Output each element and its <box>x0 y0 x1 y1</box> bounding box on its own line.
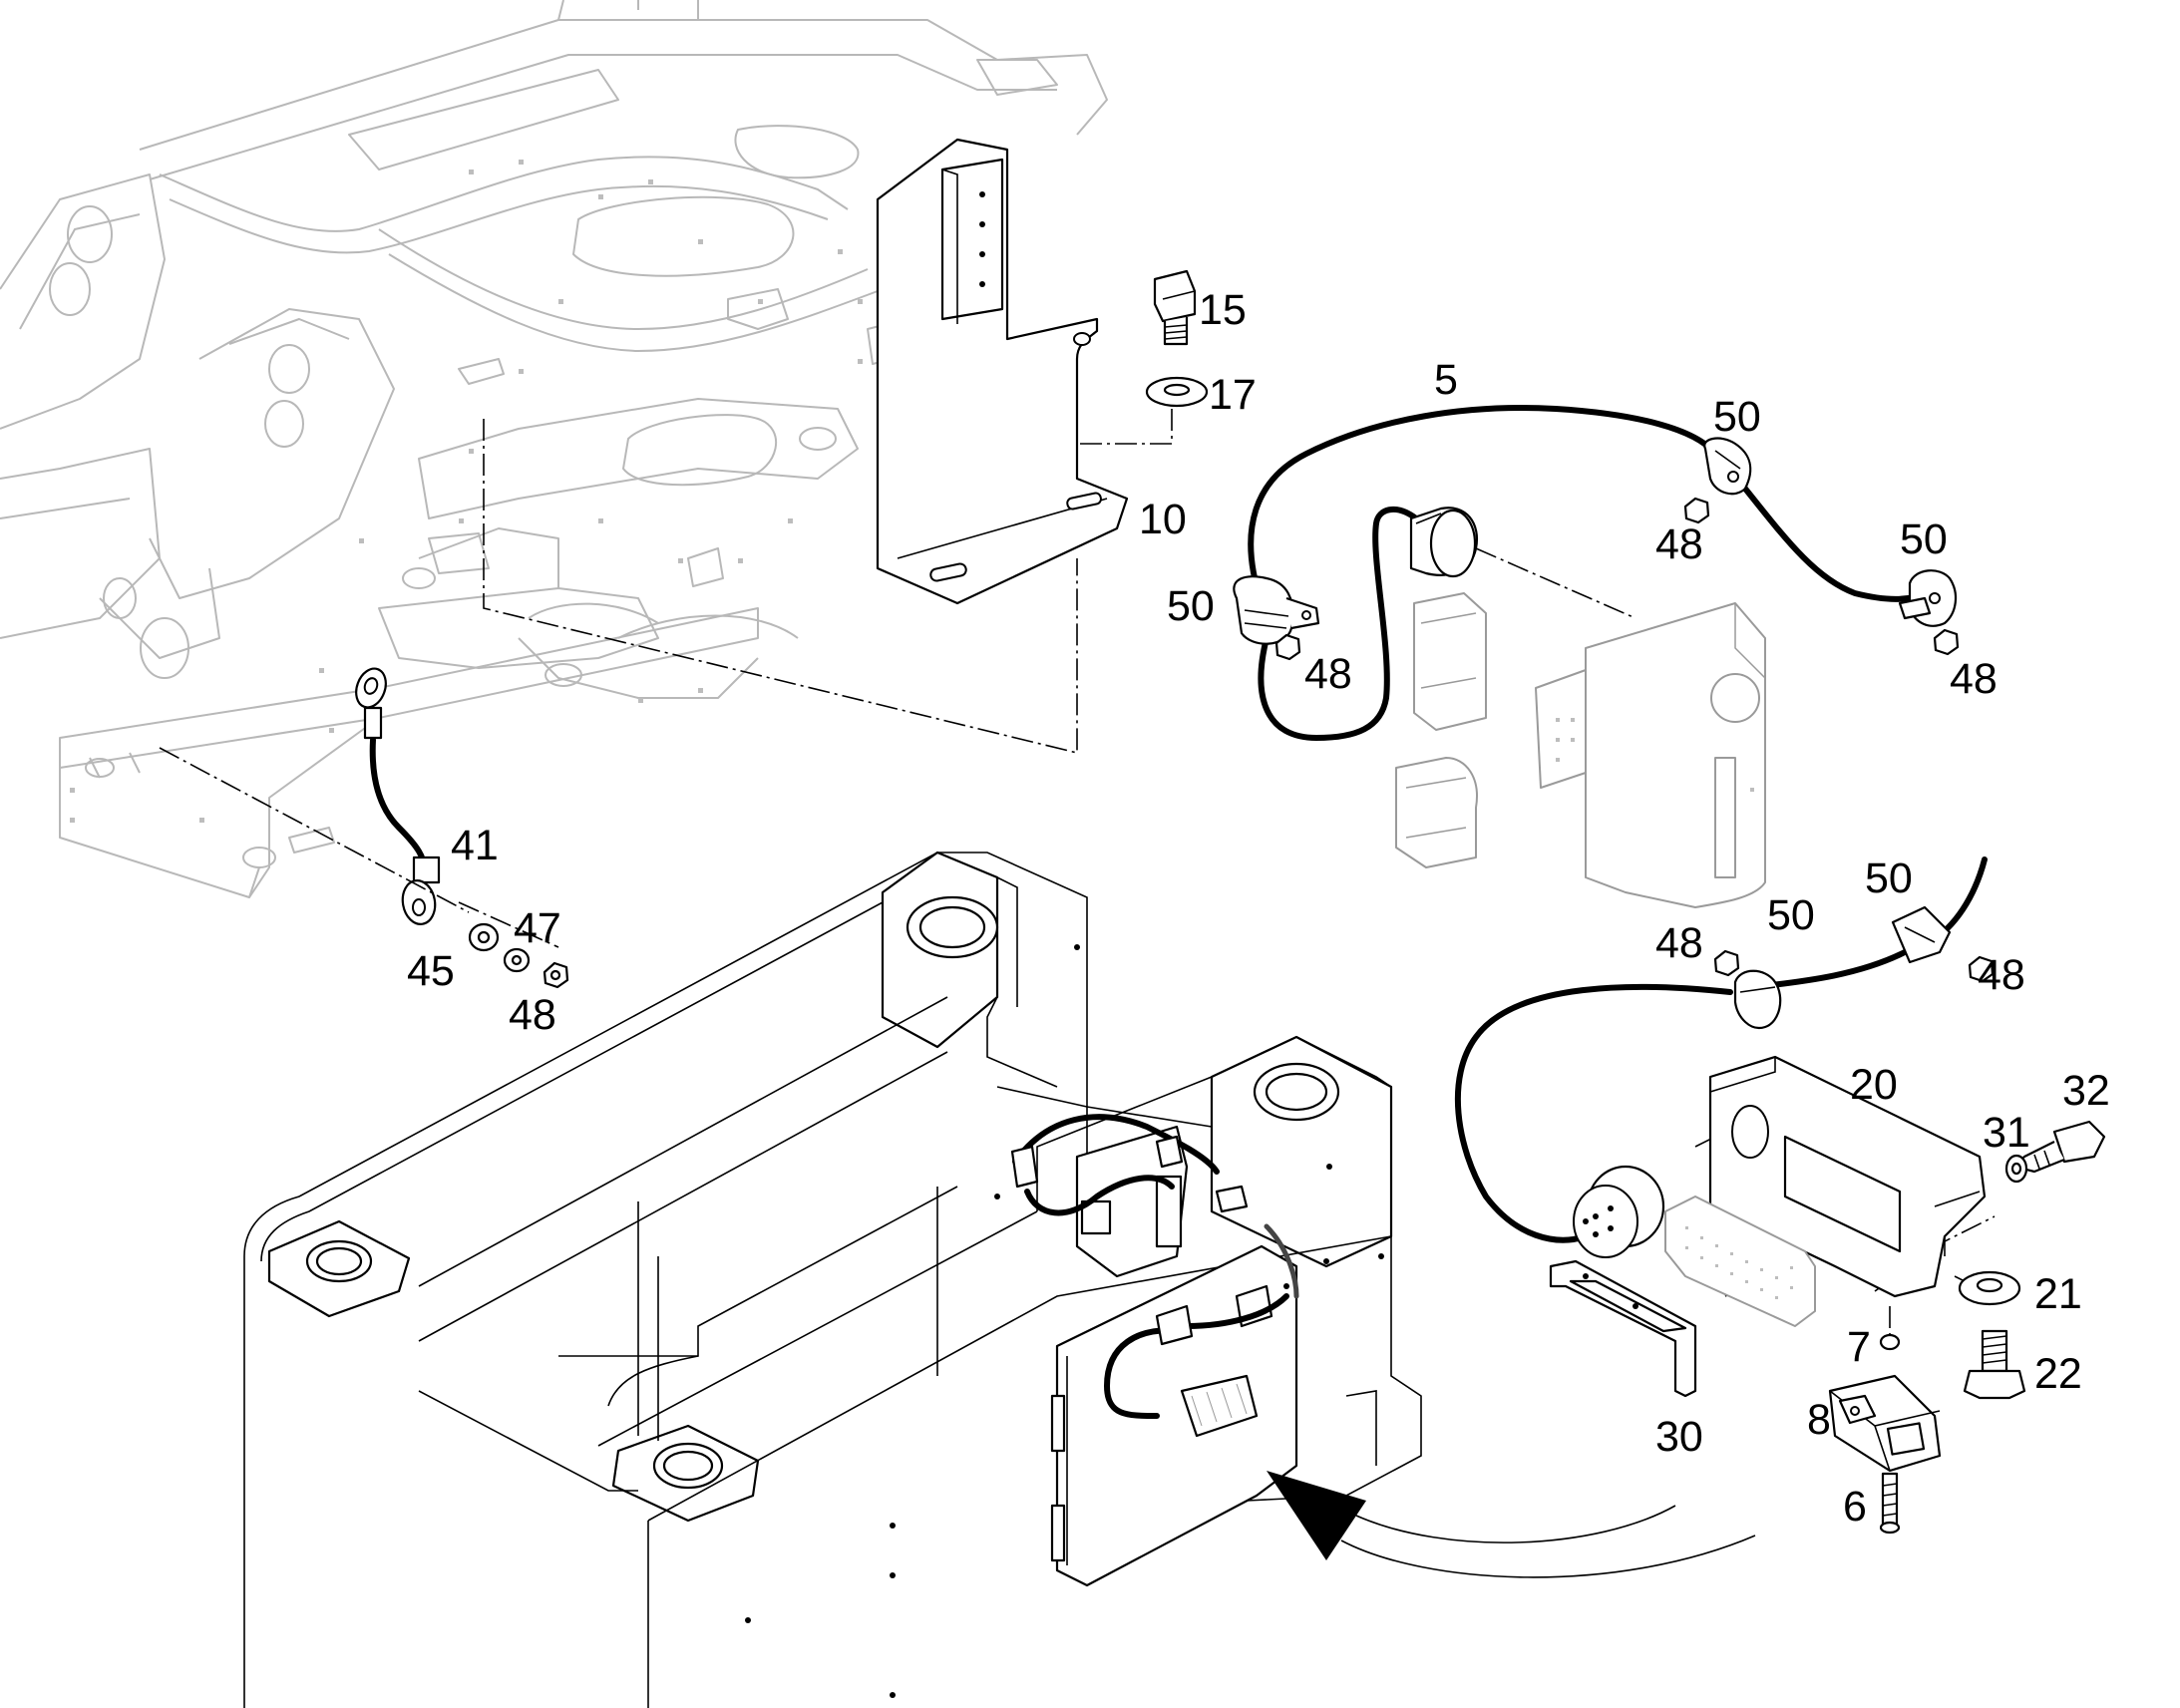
callout-47: 47 <box>514 904 561 952</box>
callout-labels: 15 17 10 5 50 48 50 48 50 48 41 47 45 48… <box>407 286 2110 1531</box>
nut-48-ground <box>543 961 569 989</box>
callout-17: 17 <box>1209 371 1257 419</box>
callout-31: 31 <box>1983 1109 2030 1157</box>
washer-17 <box>1145 376 1209 408</box>
callout-41: 41 <box>451 822 499 869</box>
washer-45 <box>468 922 500 952</box>
callout-50-left: 50 <box>1167 582 1215 630</box>
harness-5 <box>1233 405 1960 741</box>
callout-15: 15 <box>1199 286 1247 334</box>
machine-body <box>243 851 1756 1708</box>
control-panel-ghost <box>1395 592 1766 908</box>
callout-48-right: 48 <box>1950 655 1998 703</box>
callout-21: 21 <box>2034 1270 2082 1318</box>
harness-lower <box>1454 856 1995 1258</box>
callout-45: 45 <box>407 947 455 995</box>
callout-50-lower-right: 50 <box>1865 854 1913 902</box>
callout-8: 8 <box>1807 1396 1831 1444</box>
callout-32: 32 <box>2062 1067 2110 1115</box>
bracket-20 <box>1708 1055 1987 1298</box>
washer-31 <box>2004 1154 2028 1184</box>
callout-48-left: 48 <box>1304 650 1352 698</box>
callout-50-top: 50 <box>1713 393 1761 441</box>
assembly-line-ground <box>159 747 470 913</box>
bracket-10 <box>876 138 1129 605</box>
switch-8 <box>1828 1374 1942 1473</box>
callout-7: 7 <box>1847 1323 1871 1371</box>
assembly-arrow <box>1267 1471 1366 1560</box>
callout-5: 5 <box>1434 356 1458 404</box>
assembly-line-plug <box>1475 547 1636 619</box>
gasket-30 <box>1549 1259 1697 1398</box>
callout-48-ground: 48 <box>509 991 556 1039</box>
callout-48-top: 48 <box>1655 520 1703 568</box>
washer-7 <box>1879 1333 1901 1351</box>
callout-22: 22 <box>2034 1350 2082 1398</box>
callout-30: 30 <box>1655 1413 1703 1461</box>
bolt-6 <box>1879 1472 1901 1535</box>
assembly-line-washers <box>458 901 559 948</box>
frame-bolt-dots <box>70 160 883 823</box>
lock-washer-47 <box>503 947 531 973</box>
bolt-15 <box>1153 269 1197 346</box>
callout-10: 10 <box>1139 496 1187 543</box>
pad-ghost <box>1664 1196 1816 1327</box>
callout-50-right: 50 <box>1900 515 1948 563</box>
callout-48-lower-left: 48 <box>1655 919 1703 967</box>
callout-48-lower-right: 48 <box>1978 951 2025 999</box>
callout-20: 20 <box>1850 1061 1898 1109</box>
callout-6: 6 <box>1843 1483 1867 1531</box>
bolt-22 <box>1963 1329 2026 1400</box>
assembly-line-bolt <box>1076 409 1173 469</box>
assembly-line-frame <box>483 419 1078 755</box>
washer-21 <box>1958 1270 2021 1306</box>
callout-50-lower-mid: 50 <box>1767 891 1815 939</box>
ground-cable-41 <box>355 667 441 925</box>
